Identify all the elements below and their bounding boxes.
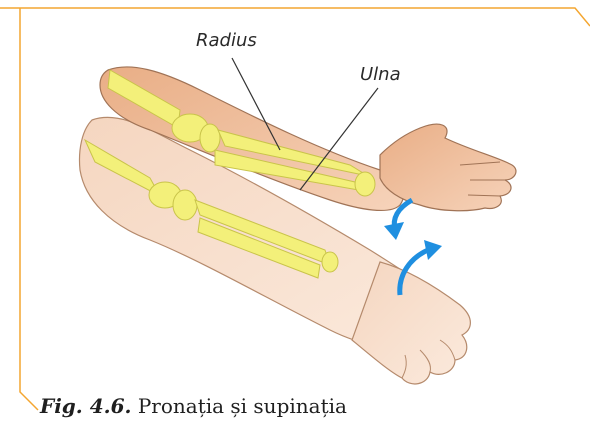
ulna-label: Ulna [360, 64, 401, 85]
radius-label: Radius [196, 30, 257, 51]
figure-number: Fig. 4.6. [40, 394, 131, 418]
figure-caption: Fig. 4.6. Pronația și supinația [40, 394, 347, 418]
figure-caption-text: Pronația și supinația [131, 394, 346, 418]
